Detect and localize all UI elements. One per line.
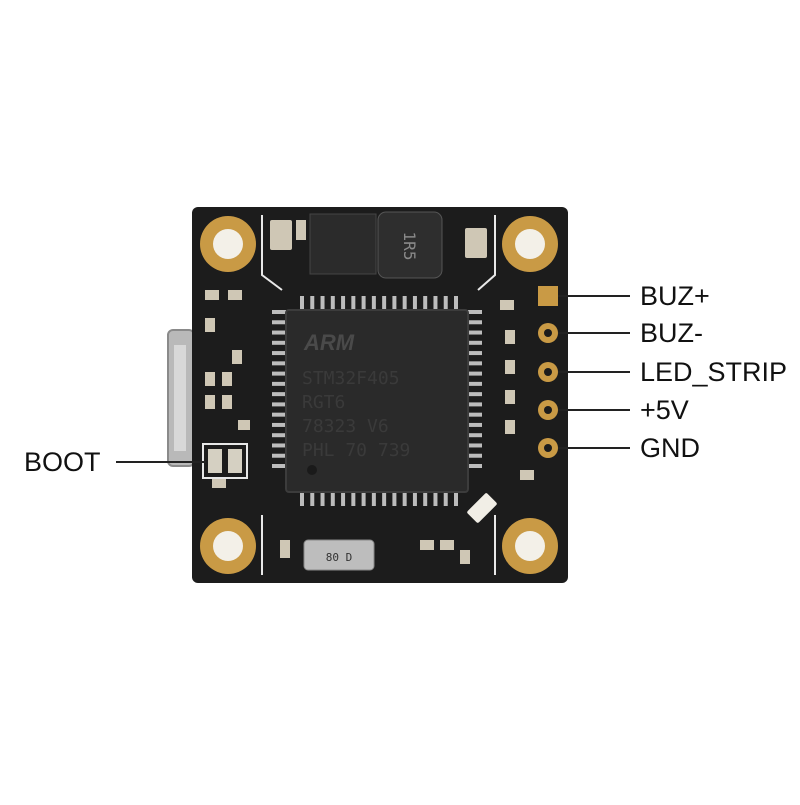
chip-pin: [468, 464, 482, 468]
callout-lines: [116, 295, 630, 463]
chip-pin: [300, 296, 304, 310]
chip-pin: [272, 412, 286, 417]
chip-pin: [468, 453, 482, 458]
chip-line-1: STM32F405: [302, 368, 400, 389]
chip-line-3: 78323 V6: [302, 416, 389, 437]
chip-pin: [371, 296, 376, 310]
chip-pin: [392, 492, 397, 506]
boot-pads: [202, 443, 248, 479]
chip-pin: [468, 422, 482, 427]
chip-line-4: PHL 70 739: [302, 440, 410, 461]
chip-pin: [382, 492, 387, 506]
chip-pin: [330, 492, 335, 506]
chip-pin: [468, 412, 482, 417]
chip-pin: [392, 296, 397, 310]
chip-pin: [272, 443, 286, 448]
chip-pin: [310, 492, 315, 506]
chip-pin: [272, 381, 286, 386]
chip-pin: [468, 340, 482, 345]
crystal-marking: 80 D: [326, 551, 353, 564]
chip-pin: [382, 296, 387, 310]
chip-brand: ARM: [303, 330, 355, 355]
chip-pin: [272, 392, 286, 397]
chip-pin: [272, 310, 286, 314]
chip-pin: [361, 296, 366, 310]
chip-pin: [272, 351, 286, 356]
chip-pin: [272, 402, 286, 407]
chip-pin: [468, 351, 482, 356]
chip-pin: [351, 492, 356, 506]
chip-pin: [423, 296, 428, 310]
chip-pin: [468, 402, 482, 407]
chip-pin: [272, 453, 286, 458]
chip-pin: [272, 433, 286, 438]
chip-pin: [361, 492, 366, 506]
chip-pin: [272, 464, 286, 468]
chip-pin: [320, 296, 325, 310]
chip-pin: [412, 492, 417, 506]
regulator-chip: [309, 213, 377, 275]
chip-pin: [412, 296, 417, 310]
label-buz-minus: BUZ-: [640, 318, 703, 348]
chip-pin: [454, 296, 458, 310]
chip-pin: [310, 296, 315, 310]
label-buz-plus: BUZ+: [640, 281, 710, 311]
chip-pin: [468, 392, 482, 397]
mcu-chip: [285, 309, 469, 493]
chip-pin: [443, 296, 448, 310]
smd-components: [205, 220, 534, 564]
inductor-marking: 1R5: [400, 232, 419, 261]
status-led: [467, 493, 497, 523]
chip-pin: [341, 296, 346, 310]
chip-pin: [468, 330, 482, 335]
chip-pin: [423, 492, 428, 506]
chip-pin: [402, 492, 407, 506]
chip-pin: [272, 330, 286, 335]
label-5v: +5V: [640, 395, 689, 425]
chip-pin: [341, 492, 346, 506]
chip-pin: [402, 296, 407, 310]
pad-buz-plus: [538, 286, 558, 306]
chip-pin: [468, 310, 482, 314]
crystal-oscillator: [303, 539, 375, 571]
chip-pin: [272, 371, 286, 376]
chip-pin: [371, 492, 376, 506]
chip-pin: [300, 492, 304, 506]
chip-pin: [320, 492, 325, 506]
chip-pin: [272, 361, 286, 366]
label-gnd: GND: [640, 433, 700, 463]
chip-pin: [330, 296, 335, 310]
chip-pin: [433, 492, 438, 506]
chip-pin: [468, 320, 482, 325]
chip-pin: [351, 296, 356, 310]
chip-pin: [468, 433, 482, 438]
inductor: [377, 211, 443, 279]
label-boot: BOOT: [24, 447, 101, 477]
chip-pin: [468, 371, 482, 376]
chip-pin: [272, 340, 286, 345]
chip-pin: [272, 422, 286, 427]
connector-pads: [538, 286, 558, 458]
chip-pin: [454, 492, 458, 506]
chip-pin: [468, 361, 482, 366]
mounting-holes: [200, 216, 558, 574]
chip-pin: [433, 296, 438, 310]
chip-pin: [272, 320, 286, 325]
chip-pins: [272, 296, 482, 506]
chip-pin: [468, 443, 482, 448]
chip-pin: [468, 381, 482, 386]
chip-pin: [443, 492, 448, 506]
label-led-strip: LED_STRIP: [640, 357, 788, 387]
chip-line-2: RGT6: [302, 392, 345, 413]
